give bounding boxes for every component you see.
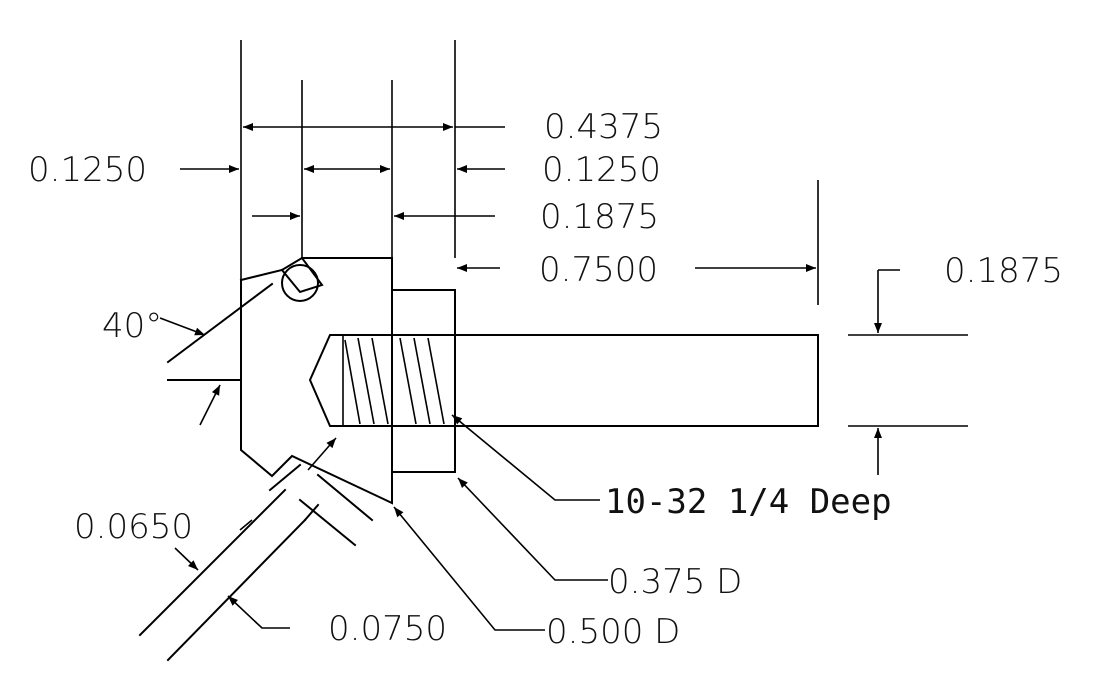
chamfer-detail xyxy=(138,463,374,662)
label-small-diameter: 0.375 D xyxy=(608,562,742,602)
label-chamfer-a: 0.0650 xyxy=(74,507,193,547)
part-outline xyxy=(166,256,819,505)
label-left-width: 0.1250 xyxy=(28,150,147,190)
label-mid-width: 0.1250 xyxy=(542,150,661,190)
ball-icon xyxy=(281,264,319,302)
label-overall-width: 0.4375 xyxy=(544,107,663,147)
label-thread-diameter: 0.1875 xyxy=(944,251,1063,291)
leader-lines xyxy=(159,317,608,631)
label-thread-callout: 10-32 1/4 Deep xyxy=(605,482,892,522)
label-chamfer-b: 0.0750 xyxy=(328,609,447,649)
label-gap-width: 0.1875 xyxy=(540,197,659,237)
dimension-labels: 0.4375 0.1250 0.1250 0.1875 0.7500 0.187… xyxy=(28,107,1063,652)
extension-lines xyxy=(240,40,968,427)
dimension-lines xyxy=(180,123,900,475)
label-body-length: 0.7500 xyxy=(539,250,658,290)
label-angle: 40° xyxy=(102,306,162,346)
label-large-diameter: 0.500 D xyxy=(546,612,680,652)
thread-hatching xyxy=(344,337,445,425)
